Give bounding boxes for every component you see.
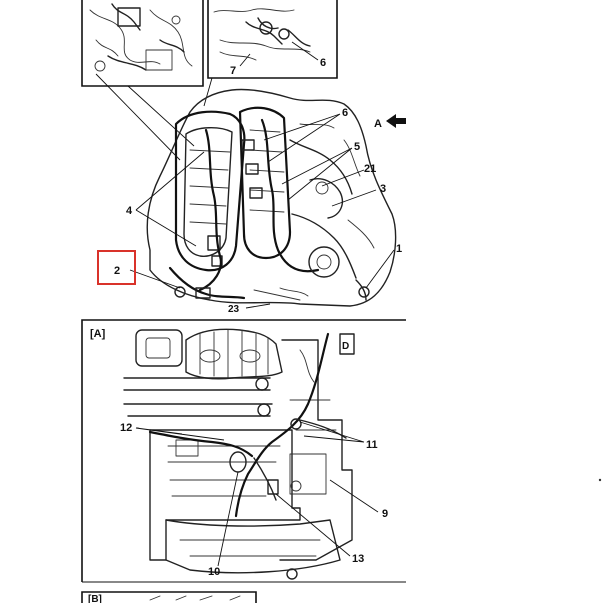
leader-2 xyxy=(129,269,181,289)
leader-13 xyxy=(275,493,351,557)
view-b-label: [B] xyxy=(88,594,102,603)
leader-11 xyxy=(299,421,365,443)
leader-5-lower xyxy=(281,147,353,201)
callout-11: 11 xyxy=(366,439,378,451)
view-direction-arrow-icon xyxy=(386,114,406,128)
view-a-panel xyxy=(81,319,406,583)
callout-2: 2 xyxy=(114,265,120,277)
connector-shape xyxy=(117,7,141,27)
callout-7: 7 xyxy=(230,65,236,77)
detail-d-letter: D xyxy=(342,341,349,352)
detail-d-box xyxy=(339,333,355,355)
inset-leader-right xyxy=(203,77,213,107)
callout-6-main: 6 xyxy=(342,107,348,119)
view-direction-label: A xyxy=(374,118,382,130)
leader-23 xyxy=(245,303,271,309)
callout-13: 13 xyxy=(352,553,364,565)
drain-plug xyxy=(286,568,298,580)
stray-mark xyxy=(598,478,602,482)
leader-10 xyxy=(217,471,239,567)
callout-5: 5 xyxy=(354,141,360,153)
engine-upper-view xyxy=(146,88,397,307)
leader-1 xyxy=(365,249,395,289)
callout-3: 3 xyxy=(380,183,386,195)
leader-3 xyxy=(331,189,377,207)
sensor-connector-2 xyxy=(195,287,211,299)
leader-4 xyxy=(135,151,205,247)
connector-1 xyxy=(358,286,370,298)
inset-leader-left-b xyxy=(127,85,195,147)
callout-1: 1 xyxy=(396,243,402,255)
connector-4 xyxy=(207,235,221,251)
callout-6-top: 6 xyxy=(320,57,326,69)
callout-21: 21 xyxy=(364,163,376,175)
highlight-box xyxy=(97,250,136,285)
view-b-panel xyxy=(81,591,257,603)
leader-5-upper xyxy=(263,113,341,163)
callout-4: 4 xyxy=(126,205,133,217)
engine-side-view xyxy=(123,328,355,580)
inset-leader-left-a xyxy=(95,73,181,161)
leader-9 xyxy=(329,479,379,513)
callout-23: 23 xyxy=(228,304,240,315)
leader-12 xyxy=(135,427,225,441)
leader-21 xyxy=(321,169,365,187)
view-a-label: [A] xyxy=(90,328,106,340)
callout-10: 10 xyxy=(208,566,220,578)
detail-inset-right xyxy=(207,0,338,79)
callout-9: 9 xyxy=(382,508,388,520)
callout-12: 12 xyxy=(120,422,132,434)
detail-inset-left xyxy=(81,0,204,87)
